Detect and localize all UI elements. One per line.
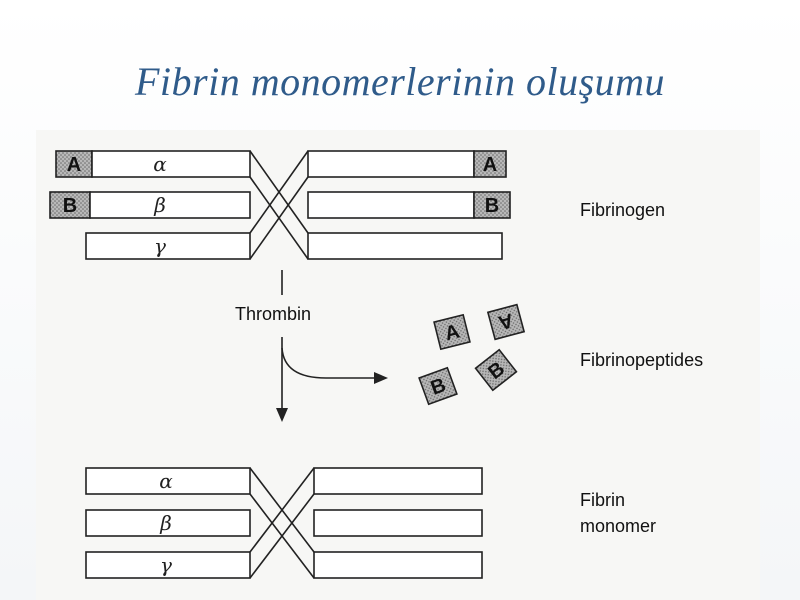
slide-title: Fibrin monomerlerinin oluşumu (134, 59, 666, 104)
fibrinogen-molecule (49, 150, 511, 260)
peptide-b-left-label: B (63, 195, 77, 217)
alpha-label-bottom: α (159, 469, 173, 493)
fibrin-monomer-label-line2: monomer (580, 516, 656, 536)
alpha-chain-left-monomer (85, 467, 251, 495)
fibrinogen-label: Fibrinogen (580, 200, 665, 220)
alpha-chain-right (307, 150, 475, 178)
fibrinopeptides-cluster: A A B B (418, 303, 526, 406)
fibrinogen-crossings (249, 150, 309, 260)
down-arrow-head (276, 408, 288, 422)
gamma-label-bottom: γ (160, 553, 172, 577)
peptide-a-left (55, 150, 93, 178)
released-peptide-a2: A (486, 303, 526, 341)
peptide-a-left-label: A (67, 154, 81, 176)
alpha-label-top: α (153, 152, 167, 176)
fibrin-monomer-label-line1: Fibrin (580, 490, 625, 510)
peptide-a-right (473, 150, 507, 178)
gamma-chain-right (307, 232, 503, 260)
beta-label-bottom: β (159, 511, 172, 535)
released-peptide-a1: A (433, 313, 471, 351)
released-peptide-a2-label: A (496, 309, 516, 334)
alpha-chain-right-monomer (313, 467, 483, 495)
beta-chain-right-monomer (313, 509, 483, 537)
gamma-chain-left-monomer (85, 551, 251, 579)
peptide-a-right-label: A (483, 154, 497, 176)
released-peptide-b1-label: B (428, 374, 449, 400)
peptide-b-right-label: B (485, 195, 499, 217)
released-peptide-b2: B (474, 348, 518, 392)
release-arrow-head (374, 372, 388, 384)
peptide-b-right (473, 191, 511, 219)
peptide-b-left (49, 191, 91, 219)
released-peptide-b1: B (418, 366, 458, 406)
gamma-chain-right-monomer (313, 551, 483, 579)
monomer-crossings (249, 467, 315, 579)
released-peptide-a1-label: A (443, 321, 462, 346)
beta-label-top: β (153, 193, 166, 217)
thrombin-label: Thrombin (235, 304, 311, 324)
fibrin-monomer-molecule (85, 467, 483, 579)
fibrin-diagram: A B A B α β γ Fibrinogen Thrombin A (49, 150, 703, 579)
alpha-chain-left (91, 150, 251, 178)
beta-chain-right (307, 191, 475, 219)
beta-chain-left (89, 191, 251, 219)
fibrinogen-text: A B A B α β γ Fibrinogen (63, 152, 665, 258)
gamma-chain-left (85, 232, 251, 260)
fibrin-monomer-text: α β γ Fibrin monomer (159, 469, 656, 577)
gamma-label-top: γ (154, 234, 166, 258)
fibrin-diagram-panel: A B A B α β γ Fibrinogen Thrombin A (36, 130, 760, 600)
beta-chain-left-monomer (85, 509, 251, 537)
fibrinopeptides-label: Fibrinopeptides (580, 350, 703, 370)
thrombin-step (276, 270, 388, 422)
release-arrow-line (281, 347, 376, 379)
